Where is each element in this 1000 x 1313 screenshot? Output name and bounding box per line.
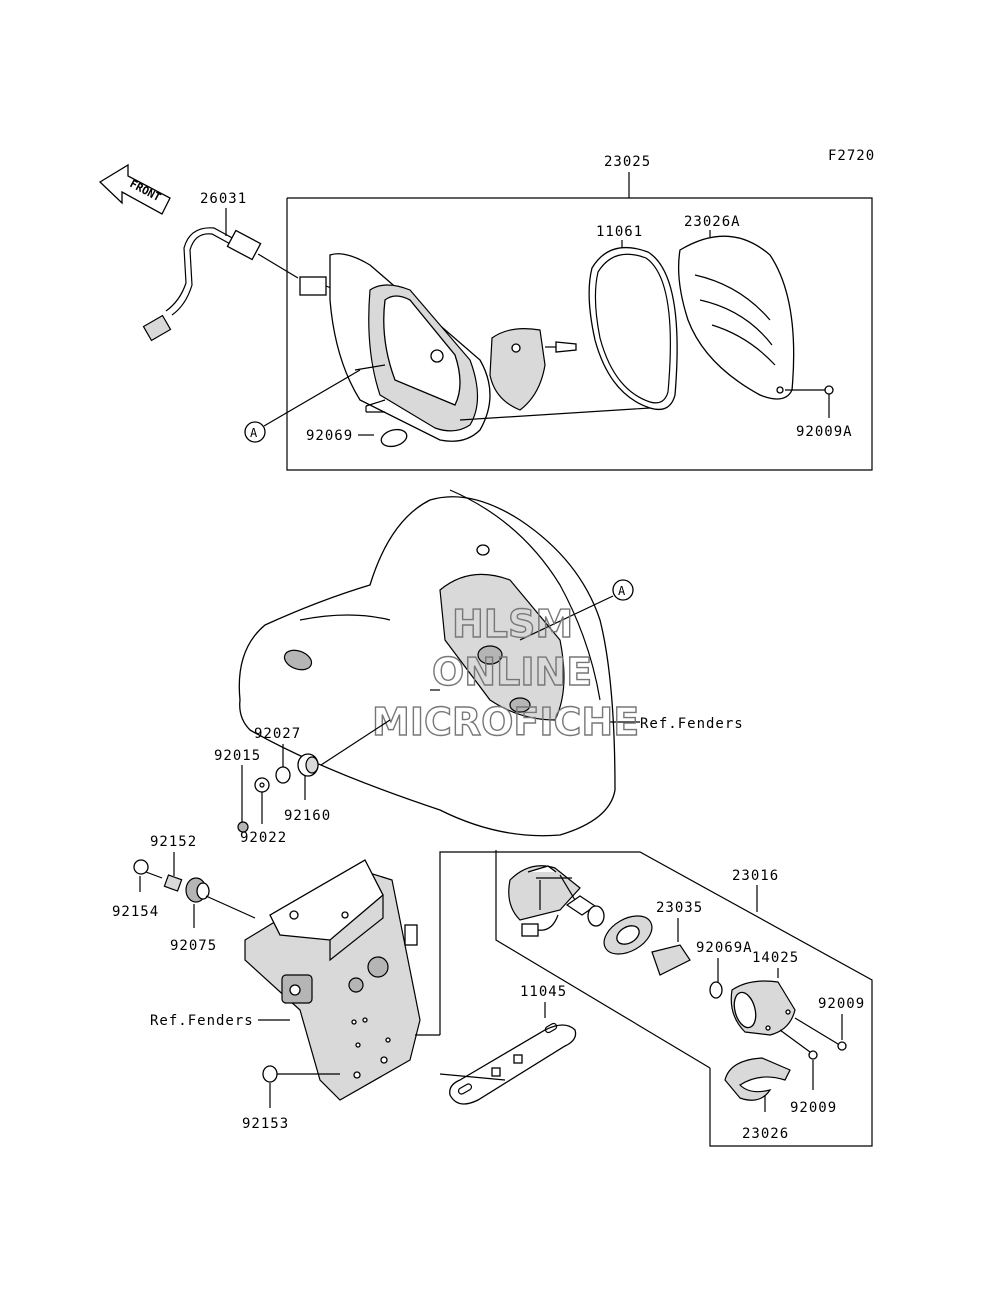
part-label-92027[interactable]: 92027 [254, 726, 301, 742]
svg-text:ONLINE: ONLINE [432, 650, 592, 694]
license-light-group [415, 850, 873, 1147]
part-label-23025[interactable]: 23025 [604, 154, 651, 170]
bulb-socket [489, 328, 577, 411]
lens-23026A: 23026A [678, 214, 795, 400]
license-light-base [508, 865, 605, 937]
svg-text:MICROFICHE: MICROFICHE [372, 700, 639, 744]
bulb-92069A: 92069A [696, 940, 753, 999]
plate-bracket-11045: 11045 [439, 984, 577, 1105]
license-bracket [244, 859, 421, 1101]
part-label-11045[interactable]: 11045 [520, 984, 567, 1000]
part-label-92009-lower[interactable]: 92009 [790, 1100, 837, 1116]
part-label-23016[interactable]: 23016 [732, 868, 779, 884]
part-label-92075[interactable]: 92075 [170, 938, 217, 954]
ref-fenders-label-upper[interactable]: Ref.Fenders [640, 716, 744, 732]
part-label-92009A[interactable]: 92009A [796, 424, 853, 440]
part-label-92152[interactable]: 92152 [150, 834, 197, 850]
part-label-92153[interactable]: 92153 [242, 1116, 289, 1132]
part-label-23026A[interactable]: 23026A [684, 214, 741, 230]
part-label-26031[interactable]: 26031 [200, 191, 247, 207]
bulb-92069: 92069 [306, 399, 651, 448]
part-label-92154[interactable]: 92154 [112, 904, 159, 920]
bracket-hardware: 92152 92154 92075 [112, 834, 256, 954]
part-label-11061[interactable]: 11061 [596, 224, 643, 240]
rear-fender: A [238, 489, 640, 837]
wire-harness-26031: 26031 [142, 191, 337, 342]
grommet-set: 92027 92015 92160 92022 [214, 719, 391, 846]
front-arrow-icon: FRONT [98, 163, 171, 215]
part-label-92069[interactable]: 92069 [306, 428, 353, 444]
part-label-92015[interactable]: 92015 [214, 748, 261, 764]
ref-marker-a: A [244, 369, 361, 443]
gasket-11061: 11061 [588, 224, 678, 411]
ref-fenders-label-lower[interactable]: Ref.Fenders [150, 1013, 254, 1029]
tail-light-housing [329, 253, 491, 442]
part-label-92069A[interactable]: 92069A [696, 940, 753, 956]
watermark: HLSM ONLINE MICROFICHE [371, 601, 640, 744]
svg-text:A: A [250, 426, 258, 440]
screws-92009: 92009 92009 [779, 996, 865, 1116]
bolt-92153: 92153 [242, 1065, 340, 1132]
part-label-92022[interactable]: 92022 [240, 830, 287, 846]
cover-14025: 14025 [730, 950, 799, 1036]
lens-23026: 23026 [724, 1057, 791, 1142]
part-label-14025[interactable]: 14025 [752, 950, 799, 966]
part-label-92009-upper[interactable]: 92009 [818, 996, 865, 1012]
socket-23035: 23035 [603, 900, 703, 976]
part-label-23026[interactable]: 23026 [742, 1126, 789, 1142]
svg-text:A: A [618, 584, 626, 598]
part-label-23035[interactable]: 23035 [656, 900, 703, 916]
figure-code: F2720 [828, 148, 875, 164]
svg-text:HLSM: HLSM [452, 602, 573, 646]
tail-light-assembly-group [286, 172, 873, 471]
screw-92009A: 92009A [785, 385, 853, 440]
part-label-92160[interactable]: 92160 [284, 808, 331, 824]
